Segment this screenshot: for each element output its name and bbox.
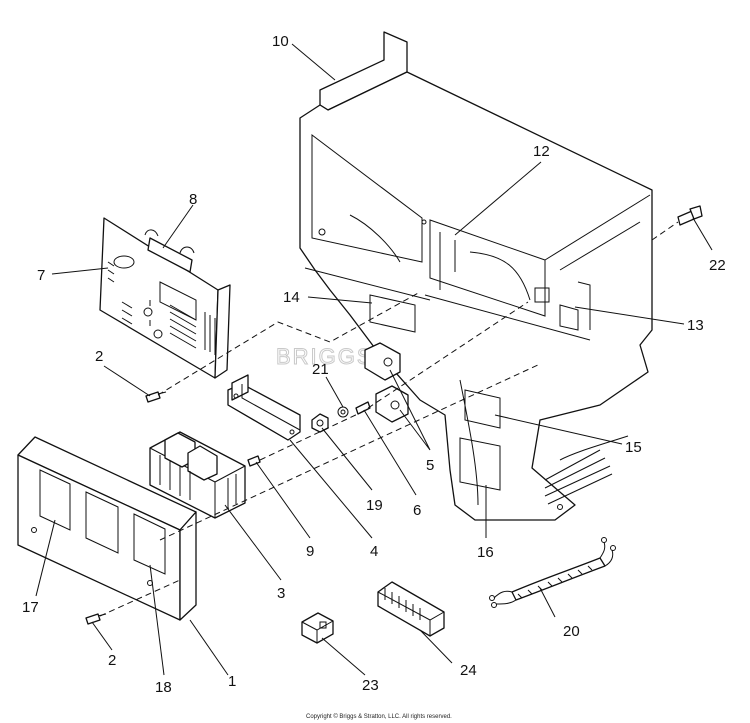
- copyright-footer: Copyright © Briggs & Stratton, LLC. All …: [306, 713, 452, 720]
- terminal-block-5: [364, 342, 409, 423]
- callout-4: 4: [370, 543, 378, 560]
- screw-9: [247, 455, 261, 467]
- screw-6: [355, 401, 371, 415]
- circuit-breaker: [149, 431, 246, 519]
- callout-12: 12: [533, 143, 550, 160]
- callout-18: 18: [155, 679, 172, 696]
- control-panel-board: [99, 217, 231, 379]
- callout-9: 9: [306, 543, 314, 560]
- callout-8: 8: [189, 191, 197, 208]
- callout-15: 15: [625, 439, 642, 456]
- callout-23: 23: [362, 677, 379, 694]
- callout-24: 24: [460, 662, 477, 679]
- callout-7: 7: [37, 267, 45, 284]
- washer-21: [337, 406, 349, 418]
- screw-2-upper: [145, 391, 167, 403]
- callout-20: 20: [563, 623, 580, 640]
- callout-14: 14: [283, 289, 300, 306]
- wire-harness-20: [489, 537, 616, 608]
- callout-22: 22: [709, 257, 726, 274]
- callout-5: 5: [426, 457, 434, 474]
- leader-lines: [35, 43, 713, 676]
- callout-21: 21: [312, 361, 329, 378]
- callout-16: 16: [477, 544, 494, 561]
- callout-13: 13: [687, 317, 704, 334]
- callout-19: 19: [366, 497, 383, 514]
- terminal-strip-24: [377, 581, 445, 637]
- control-panel-housing: [299, 31, 653, 521]
- callout-3: 3: [277, 585, 285, 602]
- callout-2-upper: 2: [95, 348, 103, 365]
- connector-23: [301, 612, 334, 644]
- screw-2-lower: [85, 613, 107, 625]
- callout-17: 17: [22, 599, 39, 616]
- front-panel-plate: [17, 436, 197, 621]
- breaker-bracket: [227, 374, 301, 441]
- callout-6: 6: [413, 502, 421, 519]
- callout-2-lower: 2: [108, 652, 116, 669]
- callouts: 10 12 8 7 22 14 13 2 21 15 5 19 6 16 9 4…: [22, 33, 726, 696]
- callout-10: 10: [272, 33, 289, 50]
- callout-1: 1: [228, 673, 236, 690]
- screw-22: [677, 205, 703, 226]
- assembly-lines: [99, 221, 679, 617]
